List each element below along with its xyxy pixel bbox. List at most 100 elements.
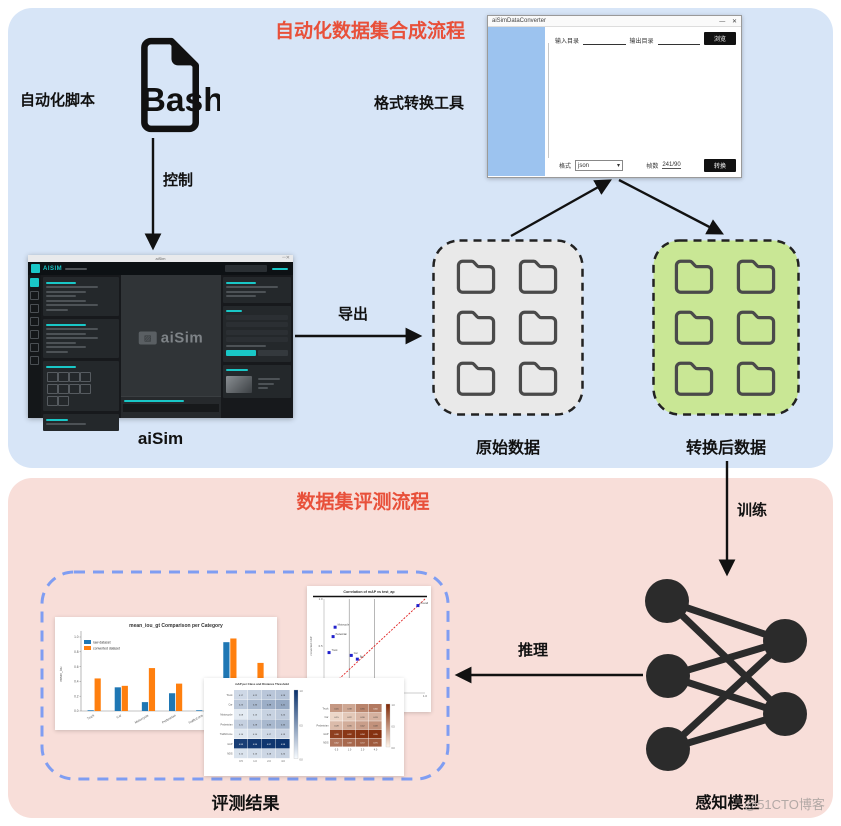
folder-icon <box>516 307 560 345</box>
aisim-field[interactable] <box>226 337 288 342</box>
svg-text:NDS: NDS <box>323 742 329 745</box>
aisim-field[interactable] <box>226 314 288 320</box>
aisim-label: aiSim <box>137 429 184 448</box>
svg-text:0.0: 0.0 <box>74 709 79 713</box>
folder-icon <box>454 307 498 345</box>
aisim-console-input[interactable] <box>123 404 219 412</box>
status-label: 帧数 <box>646 164 659 170</box>
aisim-header-button[interactable] <box>225 265 267 272</box>
svg-text:0.20: 0.20 <box>267 715 272 717</box>
close-icon[interactable]: ✕ <box>731 18 737 25</box>
aisim-icon-rail <box>28 275 41 418</box>
folder-icon <box>672 307 716 345</box>
aisim-field[interactable] <box>226 322 288 327</box>
aisim-stop-button[interactable] <box>258 349 288 356</box>
converter-titlebar: aiSimDataConverter — ✕ <box>488 16 741 27</box>
svg-text:Pedestrian: Pedestrian <box>317 725 330 728</box>
svg-text:0.38: 0.38 <box>267 705 272 707</box>
svg-text:0.20: 0.20 <box>281 754 286 756</box>
infer-arrow-label: 推理 <box>518 642 549 659</box>
svg-text:0.42: 0.42 <box>360 726 365 728</box>
aisim-logo-icon: ▨ <box>138 331 157 345</box>
aisim-start-button[interactable] <box>226 349 256 356</box>
svg-text:0.22: 0.22 <box>253 695 258 697</box>
svg-text:Overall: Overall <box>420 602 428 605</box>
svg-text:0.0: 0.0 <box>300 760 304 762</box>
perception-model-label: 感知模型 <box>695 795 760 812</box>
svg-text:mean_iou_gt Comparison per Cat: mean_iou_gt Comparison per Category <box>129 623 223 629</box>
svg-text:0.30: 0.30 <box>360 717 365 719</box>
rail-icon[interactable] <box>30 343 39 352</box>
rail-icon[interactable] <box>30 356 39 365</box>
rail-icon[interactable] <box>30 291 39 300</box>
output-path-field[interactable] <box>657 37 700 45</box>
aisim-viewport: ▨ aiSim <box>121 275 221 418</box>
svg-text:0.96: 0.96 <box>253 744 258 746</box>
svg-text:0.33: 0.33 <box>267 724 272 726</box>
svg-text:Car: Car <box>116 713 123 720</box>
folder-icon <box>734 358 778 396</box>
svg-text:Pedestrian: Pedestrian <box>161 713 176 724</box>
folder-icon <box>734 307 778 345</box>
svg-text:raw dataset: raw dataset <box>93 640 111 644</box>
svg-text:0.5: 0.5 <box>300 725 304 727</box>
rail-icon[interactable] <box>30 304 39 313</box>
rail-icon[interactable] <box>30 317 39 326</box>
rail-icon[interactable] <box>30 278 39 287</box>
svg-text:0.15: 0.15 <box>253 715 258 717</box>
svg-text:0.33: 0.33 <box>253 705 258 707</box>
scrollbar[interactable] <box>548 43 549 158</box>
svg-text:Truck: Truck <box>322 707 329 710</box>
aisim-field[interactable] <box>226 329 288 335</box>
window-controls-icon[interactable]: ▫▫✕ <box>282 255 290 261</box>
svg-text:2.0: 2.0 <box>361 749 365 752</box>
folder-icon <box>454 256 498 294</box>
svg-text:0.19: 0.19 <box>281 734 286 736</box>
folder-icon <box>672 256 716 294</box>
aisim-screenshot: aiSim ▫▫✕ AISIM <box>28 255 293 431</box>
aisim-os-title: aiSim <box>155 256 166 261</box>
browse-button[interactable]: 浏览 <box>704 32 737 45</box>
svg-text:0.93: 0.93 <box>239 744 244 746</box>
svg-text:4.0: 4.0 <box>374 749 378 752</box>
svg-text:Car: Car <box>228 704 232 707</box>
eval-result-label: 评测结果 <box>211 794 280 813</box>
svg-text:0.35: 0.35 <box>281 724 286 726</box>
svg-text:Motorcycle: Motorcycle <box>338 624 350 627</box>
folder-icon <box>516 256 560 294</box>
format-select[interactable]: json ▾ <box>575 160 624 171</box>
aisim-tool-grid[interactable] <box>43 370 119 408</box>
aisim-panel-card <box>223 364 291 398</box>
minimize-icon[interactable]: — <box>719 18 726 25</box>
svg-text:0.24: 0.24 <box>281 715 286 717</box>
svg-text:mean_iou: mean_iou <box>59 666 63 681</box>
svg-text:0.95: 0.95 <box>373 734 378 736</box>
aisim-panel-card <box>223 305 291 362</box>
bash-script-label: 自动化脚本 <box>20 92 96 109</box>
svg-text:NDS: NDS <box>227 753 233 756</box>
train-arrow-label: 训练 <box>737 502 768 519</box>
folder-icon <box>454 358 498 396</box>
eval-result-box <box>40 570 450 781</box>
convert-button[interactable]: 转换 <box>703 159 736 172</box>
folder-icon <box>516 358 560 396</box>
svg-text:1.0: 1.0 <box>348 749 352 752</box>
aisim-panel-card <box>43 361 119 411</box>
svg-text:Truck: Truck <box>332 649 339 652</box>
svg-text:0.15: 0.15 <box>334 717 339 719</box>
converter-main: 输入目录 输出目录 浏览 格式 json ▾ 帧数 241/90 <box>545 27 741 176</box>
bash-icon-text: Bash <box>142 82 220 119</box>
camera-thumbnail <box>226 375 252 393</box>
input-path-field[interactable] <box>583 37 626 45</box>
raw-data-label: 原始数据 <box>475 440 540 457</box>
svg-text:0.28: 0.28 <box>334 726 339 728</box>
rail-icon[interactable] <box>30 330 39 339</box>
aisim-logo-icon <box>31 264 40 273</box>
aisim-brand: AISIM <box>43 265 63 272</box>
svg-text:0.38: 0.38 <box>347 708 352 710</box>
status-value: 241/90 <box>662 162 681 169</box>
svg-text:1.0: 1.0 <box>253 760 257 763</box>
svg-text:TrafficCone: TrafficCone <box>220 733 233 736</box>
format-label: 格式 <box>559 164 572 170</box>
svg-text:Car: Car <box>324 716 328 719</box>
